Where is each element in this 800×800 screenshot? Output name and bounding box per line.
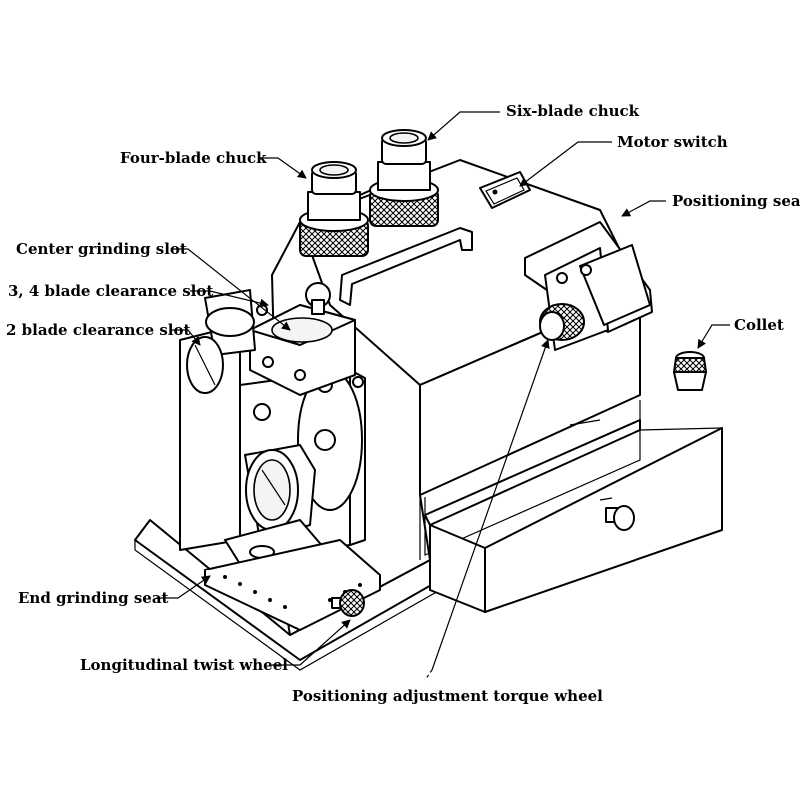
six-blade-chuck <box>369 129 439 227</box>
motor-switch <box>479 171 531 209</box>
four-blade-chuck <box>299 161 369 257</box>
end-grinding-seat <box>224 444 331 581</box>
label-center-grinding-slot: Center grinding slot <box>16 240 187 258</box>
label-2-blade-clearance-slot: 2 blade clearance slot <box>6 321 190 339</box>
callout-labels: Six-blade chuck Four-blade chuck Motor s… <box>6 102 800 705</box>
label-positioning-adjustment-torque-wheel: Positioning adjustment torque wheel <box>292 687 603 705</box>
label-positioning-seat: Positioning seat <box>672 192 800 210</box>
machine-illustration <box>134 129 723 671</box>
collet <box>672 351 708 391</box>
drawer <box>424 419 723 613</box>
carry-handle <box>339 227 473 306</box>
label-end-grinding-seat: End grinding seat <box>18 589 169 607</box>
label-3-4-blade-clearance-slot: 3, 4 blade clearance slot <box>8 282 213 300</box>
label-longitudinal-twist-wheel: Longitudinal twist wheel <box>80 656 288 674</box>
leader-lines <box>156 111 730 681</box>
label-motor-switch: Motor switch <box>617 133 728 151</box>
positioning-seat-block <box>524 221 653 351</box>
longitudinal-twist-base <box>204 539 381 631</box>
label-four-blade-chuck: Four-blade chuck <box>120 149 267 167</box>
label-six-blade-chuck: Six-blade chuck <box>506 102 640 120</box>
label-collet: Collet <box>734 316 784 334</box>
